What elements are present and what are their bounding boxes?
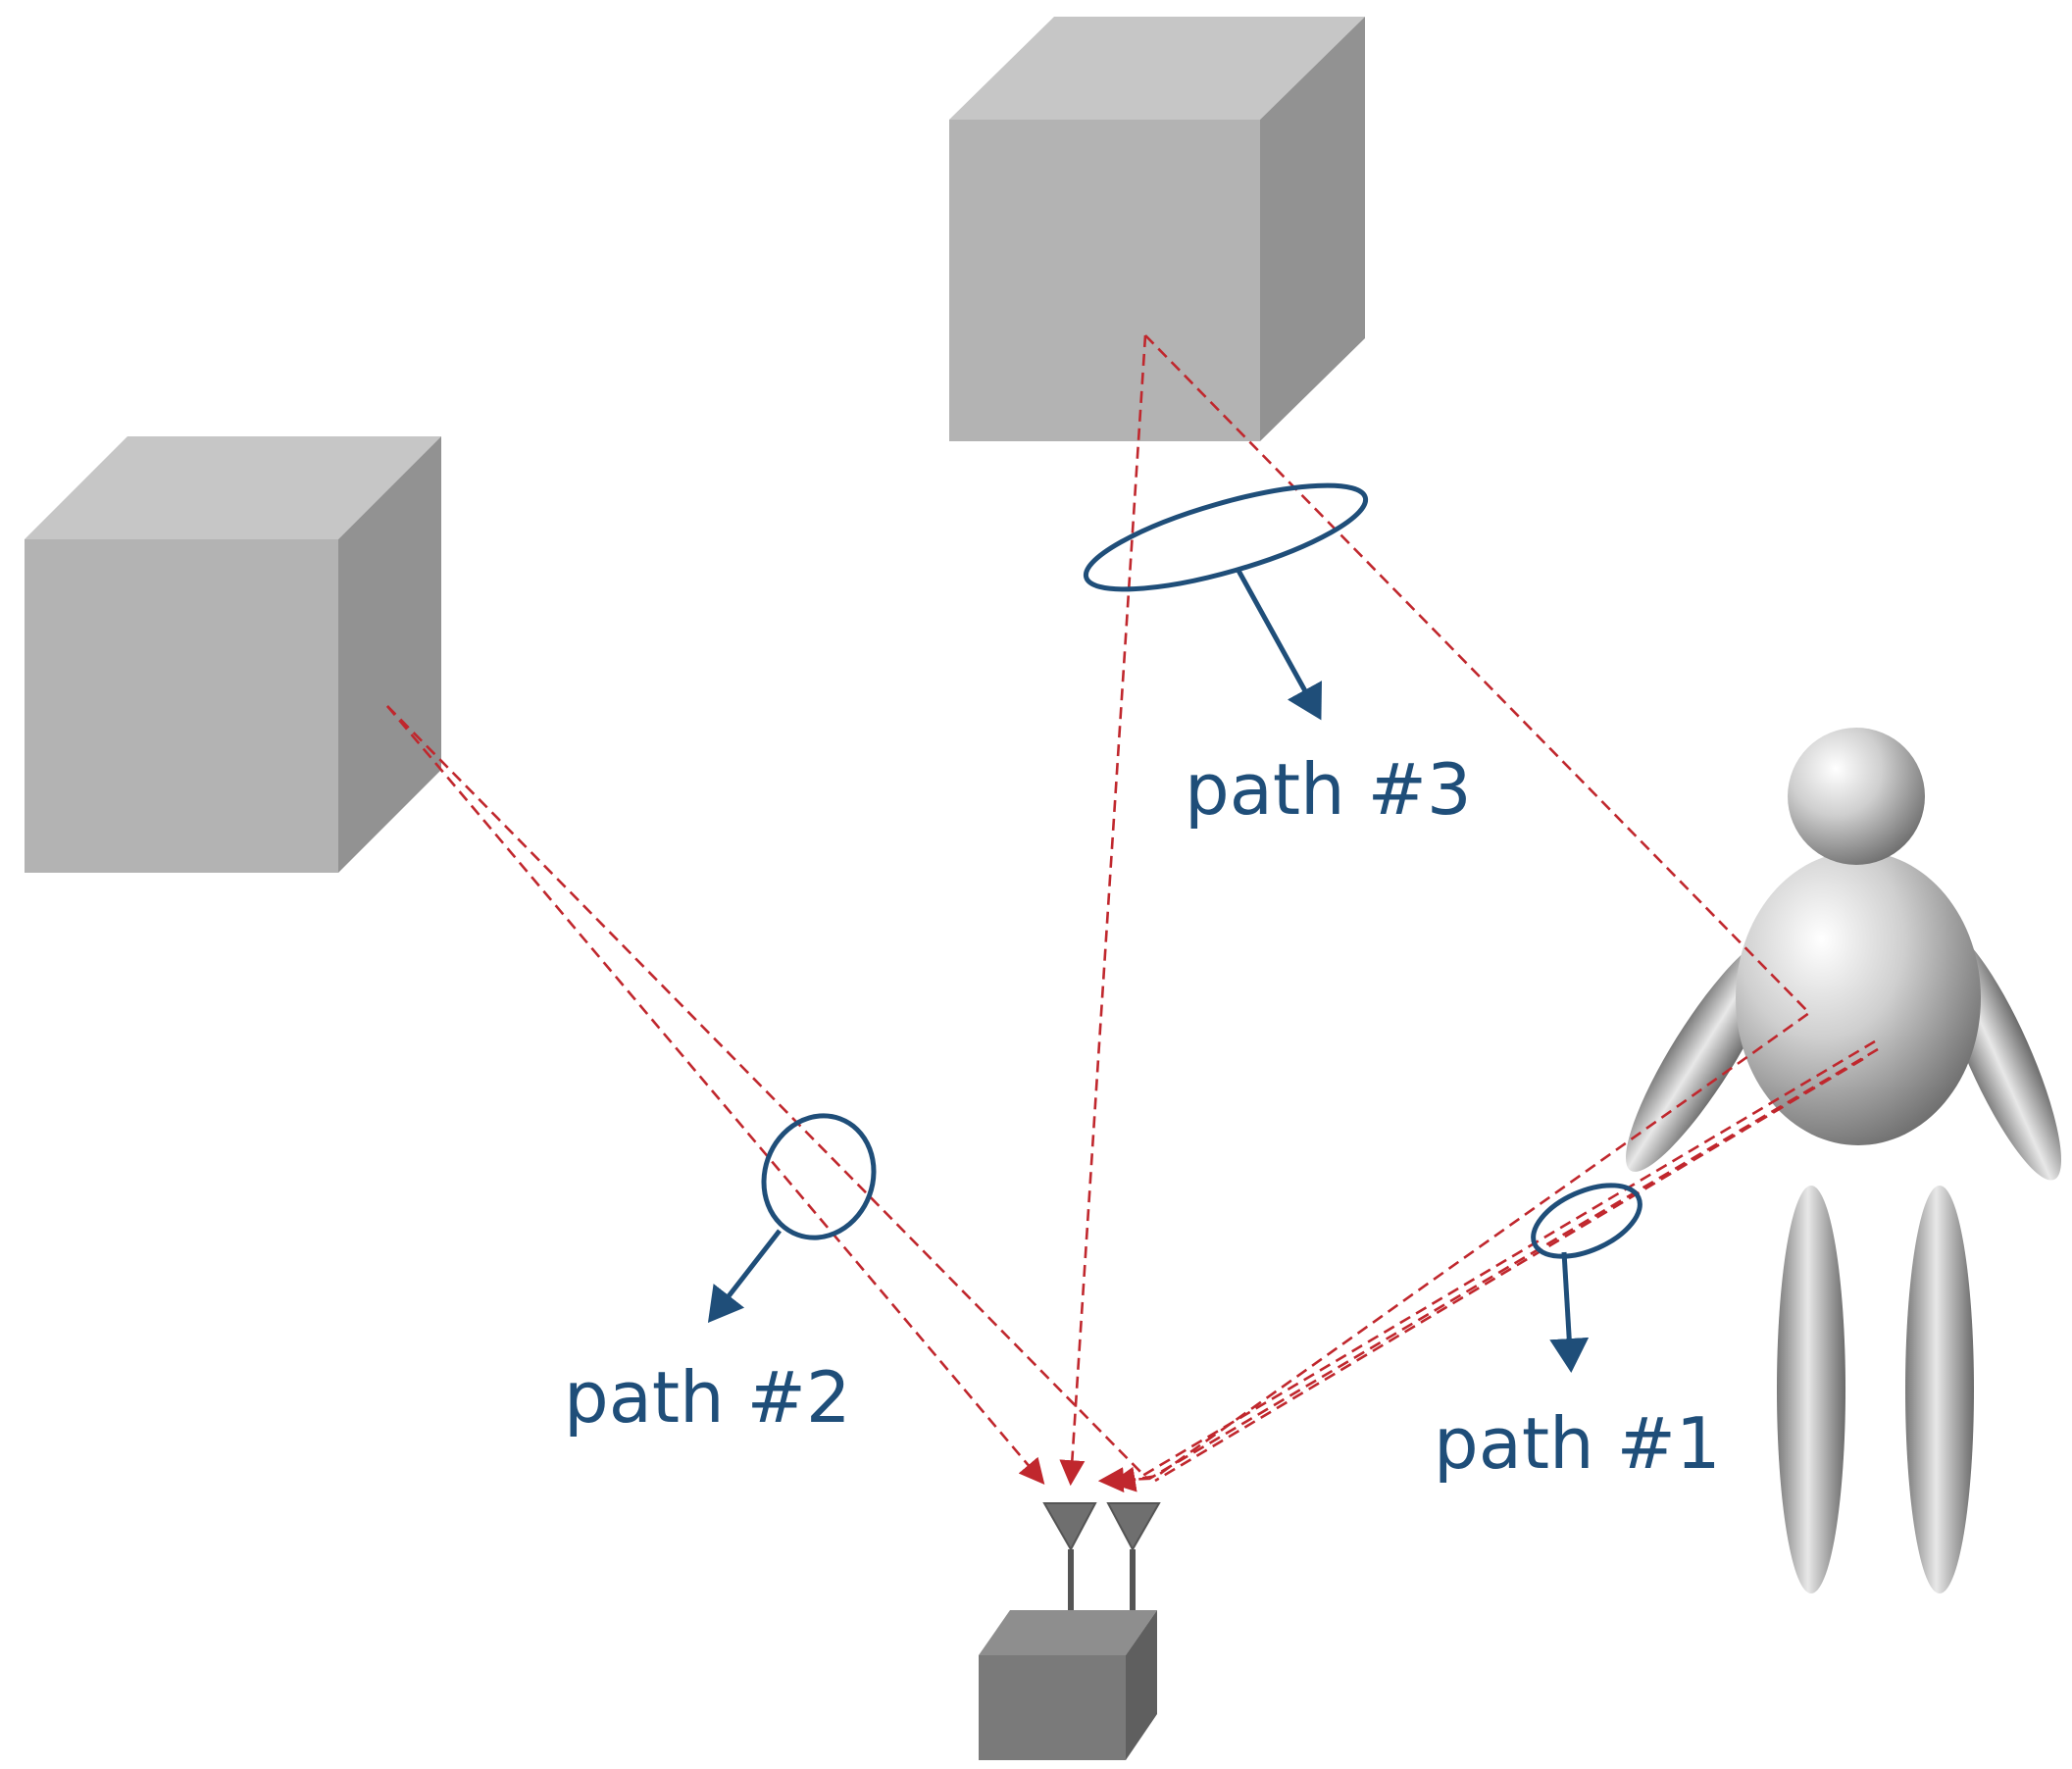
antenna-icon [1042, 1502, 1097, 1552]
human-figure-icon [1626, 728, 2062, 1593]
cube-top [949, 17, 1365, 441]
cube-left [25, 436, 441, 873]
path3-arrow [1235, 567, 1322, 721]
path2-ellipse [761, 1113, 877, 1240]
receiver-box-icon [979, 1502, 1161, 1760]
propagation-rays [386, 334, 1879, 1493]
path-annotations [707, 482, 1642, 1373]
path1-ellipse [1531, 1183, 1642, 1259]
path1-label: path #1 [1434, 1402, 1721, 1485]
antenna-icon [1106, 1502, 1161, 1552]
path3-ellipse [1083, 482, 1369, 592]
path1-arrow [1549, 1251, 1590, 1373]
path2-arrow [707, 1229, 782, 1323]
path3-label: path #3 [1185, 748, 1472, 831]
path2-label: path #2 [564, 1356, 851, 1439]
